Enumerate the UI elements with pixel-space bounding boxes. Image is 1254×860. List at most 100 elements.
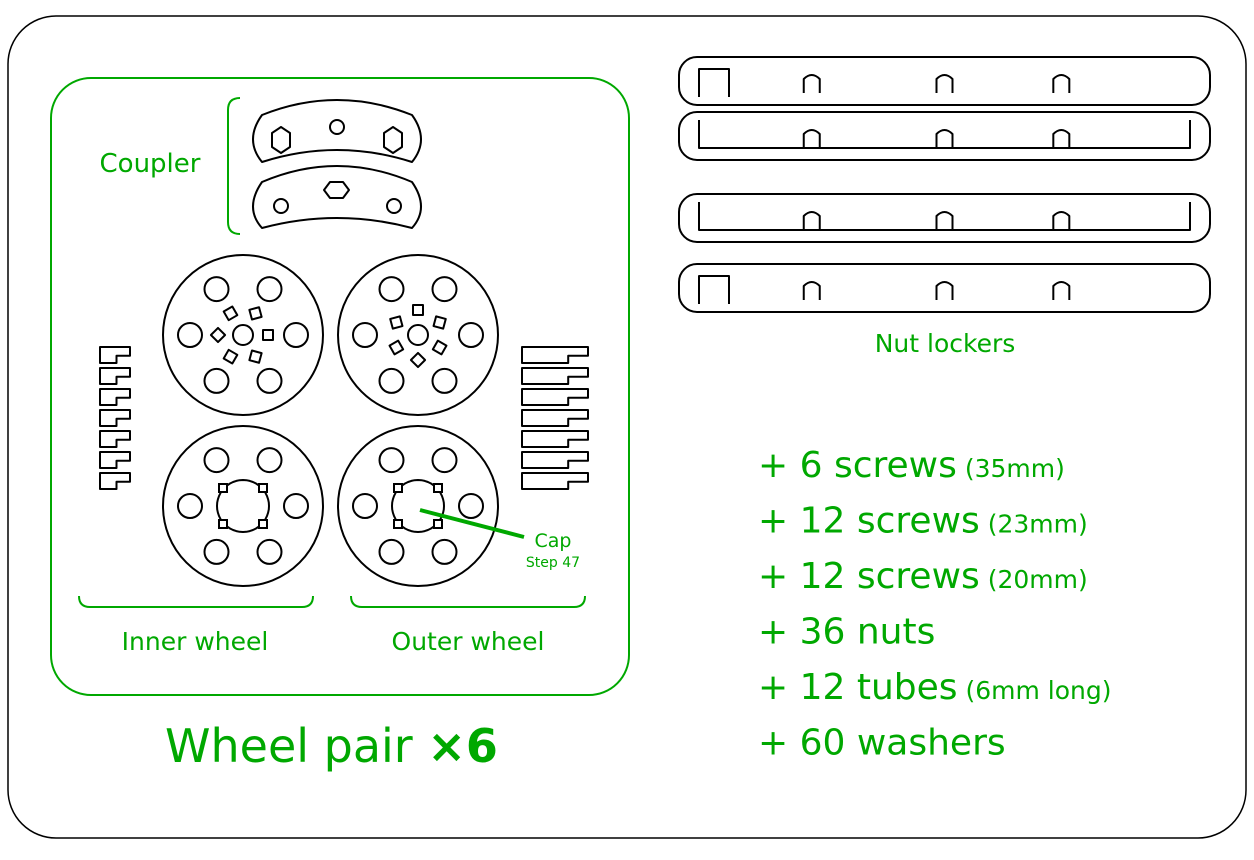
hardware-item: + 60 washers — [758, 723, 1006, 764]
nut-locker-tab — [802, 211, 821, 230]
wheel-hub-key — [393, 519, 403, 529]
wheel-bolt-hole — [256, 367, 283, 394]
outer-wheel-label: Outer wheel — [392, 627, 545, 656]
wheel-pair-title-text: Wheel pair — [165, 719, 427, 773]
hardware-item: + 12 tubes (6mm long) — [758, 667, 1112, 708]
hardware-item-main: + 6 screws — [758, 445, 957, 486]
hardware-item-main: + 12 screws — [758, 556, 980, 597]
hardware-item-detail: (20mm) — [980, 565, 1088, 594]
nut-locker-bar — [678, 111, 1211, 161]
spacer-piece — [99, 388, 131, 406]
nut-locker-slot — [698, 120, 1191, 149]
nut-locker-tab — [935, 281, 954, 300]
wheel-outline — [337, 425, 499, 587]
wheel-nut-slot — [388, 339, 405, 356]
wheel-nut-slot — [222, 348, 239, 365]
wheel-center-hole — [232, 324, 254, 346]
wheel-bolt-hole — [378, 367, 405, 394]
wheel-nut-slot — [432, 315, 447, 330]
wheel-bolt-hole — [177, 493, 203, 519]
wheel-bolt-hole — [203, 447, 230, 474]
hardware-item-main: + 36 nuts — [758, 612, 935, 653]
wheel-outline — [162, 254, 324, 416]
inner-wheel-spacers — [99, 346, 131, 490]
spacer-piece — [521, 409, 589, 427]
nut-locker-bar — [678, 263, 1211, 313]
wheel-bolt-hole — [203, 276, 230, 303]
spacer-piece — [521, 388, 589, 406]
wheel-nut-slot — [248, 306, 263, 321]
nut-lockers-parts — [678, 56, 1211, 313]
wheel-nut-slot — [262, 329, 274, 341]
spacer-piece — [99, 409, 131, 427]
wheel-bolt-hole — [458, 322, 484, 348]
nut-locker-tab — [935, 74, 954, 93]
wheel-bolt-hole — [378, 447, 405, 474]
outer-wheel-disc — [337, 254, 499, 416]
nut-locker-slot — [698, 68, 730, 97]
spacer-piece — [99, 367, 131, 385]
nut-locker-tab — [1052, 211, 1071, 230]
wheel-hub-hole — [391, 479, 445, 533]
wheel-bolt-hole — [458, 493, 484, 519]
wheel-bolt-hole — [256, 276, 283, 303]
nut-locker-tab — [1052, 74, 1071, 93]
nut-locker-bar — [678, 193, 1211, 243]
wheel-nut-slot — [409, 351, 427, 369]
outer-wheel-hub-disc — [337, 425, 499, 587]
cap-pointer-line — [419, 508, 525, 539]
outer-wheel-bracket — [350, 595, 586, 608]
wheel-bolt-hole — [283, 322, 309, 348]
hardware-item: + 12 screws (23mm) — [758, 501, 1088, 542]
wheel-bolt-hole — [283, 493, 309, 519]
wheel-bolt-hole — [256, 447, 283, 474]
spacer-piece — [99, 430, 131, 448]
wheel-nut-slot — [248, 349, 263, 364]
wheel-bolt-hole — [256, 538, 283, 565]
nut-locker-tab — [802, 74, 821, 93]
nut-locker-slot — [698, 202, 1191, 231]
nut-locker-slot — [698, 275, 730, 304]
hardware-item-detail: (23mm) — [980, 510, 1088, 539]
nut-locker-tab — [1052, 129, 1071, 148]
hardware-item-main: + 12 tubes — [758, 667, 958, 708]
wheel-hub-key — [218, 519, 228, 529]
wheel-pair-box — [50, 77, 630, 696]
hardware-item-main: + 12 screws — [758, 501, 980, 542]
wheel-bolt-hole — [203, 538, 230, 565]
wheel-bolt-hole — [431, 367, 458, 394]
wheel-hub-key — [258, 483, 268, 493]
nut-locker-tab — [802, 281, 821, 300]
wheel-nut-slot — [209, 326, 227, 344]
hardware-item: + 12 screws (20mm) — [758, 556, 1088, 597]
inner-wheel-disc — [162, 254, 324, 416]
inner-wheel-label: Inner wheel — [122, 627, 269, 656]
wheel-hub-key — [218, 483, 228, 493]
coupler-bracket — [227, 97, 241, 235]
wheel-hub-key — [258, 519, 268, 529]
page-frame — [7, 15, 1247, 839]
wheel-hub-key — [433, 519, 443, 529]
wheel-hub-key — [433, 483, 443, 493]
spacer-piece — [521, 430, 589, 448]
wheel-nut-slot — [412, 304, 424, 316]
inner-wheel-hub-disc — [162, 425, 324, 587]
spacer-piece — [99, 451, 131, 469]
hardware-item-main: + 60 washers — [758, 723, 1006, 764]
nut-locker-tab — [935, 211, 954, 230]
spacer-piece — [521, 451, 589, 469]
hardware-item-detail: (35mm) — [957, 454, 1065, 483]
coupler-bottom-part — [252, 165, 422, 229]
wheel-nut-slot — [431, 339, 448, 356]
wheel-nut-slot — [389, 315, 404, 330]
outer-wheel-spacers — [521, 346, 589, 490]
spacer-piece — [99, 346, 131, 364]
nut-locker-tab — [935, 129, 954, 148]
wheel-bolt-hole — [378, 538, 405, 565]
wheel-bolt-hole — [177, 322, 203, 348]
hardware-list: + 6 screws (35mm)+ 12 screws (23mm)+ 12 … — [758, 445, 1112, 764]
inner-wheel-bracket — [78, 595, 314, 608]
wheel-bolt-hole — [378, 276, 405, 303]
wheel-hub-key — [393, 483, 403, 493]
